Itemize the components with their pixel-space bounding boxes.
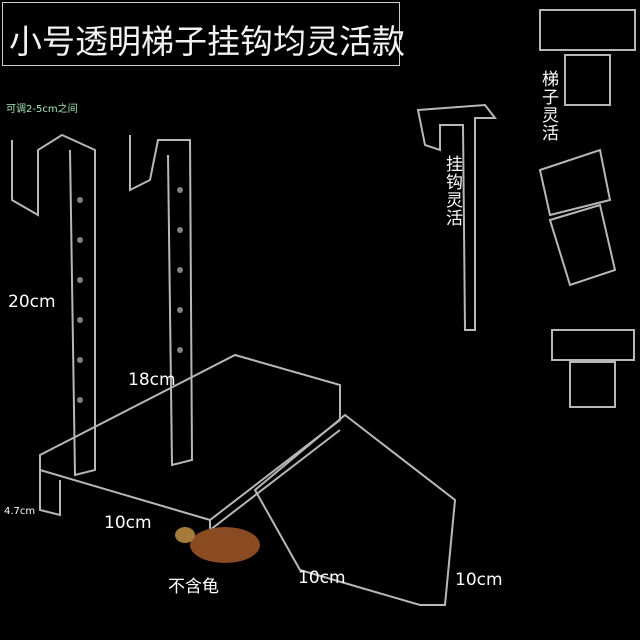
adjust-range-label: 可调2-5cm之间: [6, 104, 78, 115]
height-20-label: 20cm: [8, 292, 56, 312]
platform: [39, 353, 341, 522]
side-hook: [416, 103, 498, 331]
width-10-label-c: 10cm: [455, 570, 503, 590]
left-hook: [11, 133, 96, 477]
right-hook: [129, 135, 194, 467]
thumb-1: [539, 9, 636, 51]
height-4-7-label: 4.7cm: [4, 506, 36, 517]
no-turtle-label: 不含龟: [168, 577, 219, 597]
thumb-3: [551, 329, 635, 361]
width-10-label-a: 10cm: [104, 513, 152, 533]
length-18-label: 18cm: [128, 370, 176, 390]
ramp: [253, 413, 457, 606]
ladder-flexible-label: 梯子灵活: [538, 70, 558, 142]
thumb-2: [538, 148, 612, 217]
product-title: 小号透明梯子挂钩均灵活款: [9, 22, 405, 61]
width-10-label-b: 10cm: [298, 568, 346, 588]
turtle: [175, 527, 260, 563]
title-box: 小号透明梯子挂钩均灵活款: [2, 2, 405, 66]
hook-flexible-label: 挂钩灵活: [442, 155, 462, 227]
